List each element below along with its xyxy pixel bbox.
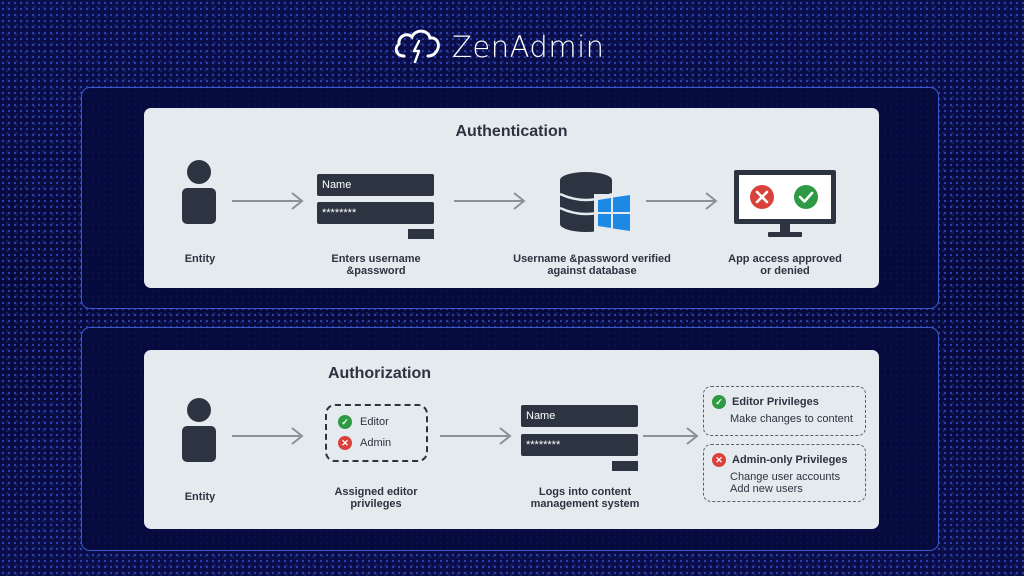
database-windows-icon — [559, 172, 632, 234]
admin-privilege-item: Add new users — [730, 483, 803, 495]
role-editor: ✓ Editor — [338, 415, 389, 429]
editor-privileges-box: ✓ Editor Privileges Make changes to cont… — [703, 386, 866, 436]
x-icon: ✕ — [712, 453, 726, 467]
brand-logo: ZenAdmin — [392, 26, 605, 68]
admin-privileges-box: ✕ Admin-only Privileges Change user acco… — [703, 444, 866, 502]
arrow-right-icon — [646, 192, 718, 210]
arrow-right-icon — [440, 427, 512, 445]
login-submit-button[interactable] — [408, 229, 434, 239]
check-icon: ✓ — [712, 395, 726, 409]
auth-step-verify-label: Username &password verified against data… — [513, 253, 671, 277]
person-icon — [182, 160, 216, 224]
admin-privileges-header: ✕ Admin-only Privileges — [712, 453, 848, 467]
monitor-icon — [734, 170, 836, 237]
admin-privilege-item: Change user accounts — [730, 471, 841, 483]
role-admin: ✕ Admin — [338, 436, 391, 450]
roles-box: ✓ Editor ✕ Admin — [325, 404, 428, 462]
authorization-panel: Authorization — [144, 350, 879, 529]
authorization-title: Authorization — [327, 365, 432, 382]
brand-name: ZenAdmin — [452, 30, 605, 64]
auth-step-credentials-label: Enters username &password — [331, 253, 421, 277]
cms-login-submit-button[interactable] — [612, 461, 638, 471]
x-icon: ✕ — [338, 436, 352, 450]
arrow-right-icon — [232, 192, 304, 210]
arrow-right-icon — [232, 427, 304, 445]
auth-step-entity-label: Entity — [184, 253, 216, 265]
cms-username-field[interactable]: Name — [521, 405, 638, 427]
cms-password-field[interactable]: ******** — [521, 434, 638, 456]
role-admin-label: Admin — [360, 437, 392, 449]
check-icon: ✓ — [338, 415, 352, 429]
editor-privileges-title: Editor Privileges — [732, 396, 819, 408]
arrow-right-icon — [643, 427, 699, 445]
password-field[interactable]: ******** — [317, 202, 434, 224]
auth-step-access-label: App access approved or denied — [728, 253, 842, 277]
check-icon — [794, 185, 818, 209]
authentication-title: Authentication — [455, 123, 568, 140]
username-field[interactable]: Name — [317, 174, 434, 196]
authz-step-assigned-label: Assigned editor privileges — [334, 486, 418, 510]
x-icon — [750, 185, 774, 209]
editor-privilege-item: Make changes to content — [730, 413, 853, 425]
cloud-bolt-icon — [394, 29, 440, 64]
admin-privileges-title: Admin-only Privileges — [732, 454, 848, 466]
arrow-right-icon — [454, 192, 526, 210]
authz-step-login-label: Logs into content management system — [530, 486, 640, 510]
role-editor-label: Editor — [360, 416, 389, 428]
editor-privileges-header: ✓ Editor Privileges — [712, 395, 819, 409]
person-icon — [182, 398, 216, 462]
authz-step-entity-label: Entity — [184, 491, 216, 503]
